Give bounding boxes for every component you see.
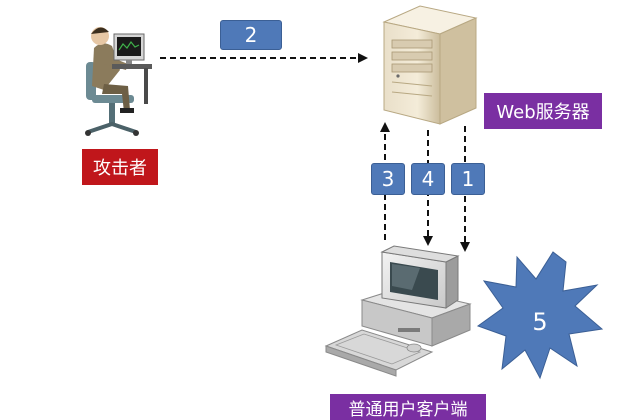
desktop-computer-icon <box>324 245 472 377</box>
step-3-box: 3 <box>371 163 405 195</box>
attacker-label: 攻击者 <box>82 149 158 185</box>
client-label: 普通用户客户端 <box>330 394 486 420</box>
web-server-label: Web服务器 <box>484 93 602 129</box>
person-at-computer-icon <box>85 27 152 136</box>
step-1-box: 1 <box>451 163 485 195</box>
step-4-box: 4 <box>411 163 445 195</box>
burst-star <box>476 251 604 380</box>
step-2-box: 2 <box>220 20 282 50</box>
step-5-label: 5 <box>532 308 548 336</box>
tower-server-icon <box>382 5 478 125</box>
